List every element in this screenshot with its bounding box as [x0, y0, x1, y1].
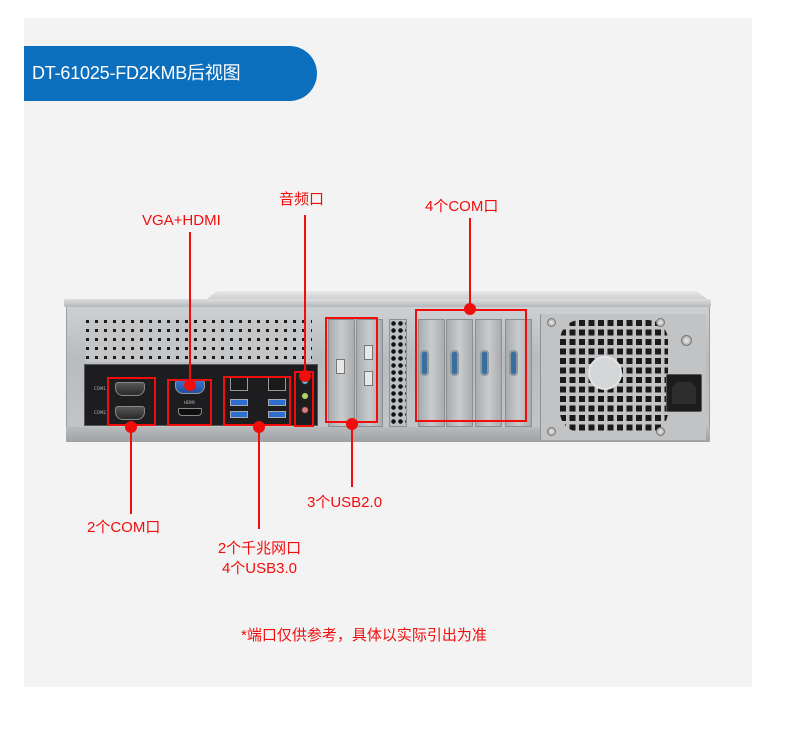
callout-dot-com-4	[464, 303, 476, 315]
pcie-bracket-2	[356, 319, 383, 427]
label-usb2: 3个USB2.0	[307, 494, 383, 511]
usb3-port-1	[230, 399, 248, 406]
usb2-port-3	[364, 371, 373, 386]
chassis-lip	[64, 299, 711, 307]
com2-port	[115, 406, 145, 420]
com3-port	[420, 350, 429, 376]
com5-port	[480, 350, 489, 376]
highlight-lan-usb3	[223, 376, 291, 426]
usb2-port-1	[336, 359, 345, 374]
label-com-2: 2个COM口	[87, 519, 161, 536]
power-socket-icon	[672, 382, 696, 404]
label-com-4: 4个COM口	[425, 198, 499, 215]
callout-dot-usb2	[346, 418, 358, 430]
callout-line-com-2	[130, 426, 132, 514]
screw-icon	[547, 318, 556, 327]
callout-dot-vga-hdmi	[184, 379, 196, 391]
highlight-com-4	[415, 309, 527, 422]
usb3-port-3	[268, 399, 286, 406]
highlight-usb2	[325, 317, 378, 423]
screw-icon	[656, 427, 665, 436]
callout-dot-lan	[253, 421, 265, 433]
callout-line-usb2	[351, 423, 353, 487]
callout-line-vga-hdmi	[189, 232, 191, 385]
com2-label: COM2	[94, 410, 106, 415]
callout-line-lan	[258, 426, 260, 529]
com1-port	[115, 382, 145, 396]
screw-icon	[681, 335, 692, 346]
hdmi-label: HDMI	[184, 400, 195, 405]
psu-fan-grille	[560, 320, 668, 432]
hdmi-port	[178, 408, 202, 416]
highlight-com-2	[107, 377, 156, 426]
callout-line-audio	[304, 215, 306, 375]
chassis-top-cover	[207, 291, 707, 299]
com4-port	[450, 350, 459, 376]
screw-icon	[656, 318, 665, 327]
usb3-port-4	[268, 411, 286, 418]
callout-dot-audio	[299, 370, 311, 382]
page-title: DT-61025-FD2KMB后视图	[24, 46, 317, 101]
label-lan: 2个千兆网口	[217, 540, 302, 557]
chassis-vent-grille	[86, 320, 312, 362]
com6-port	[509, 350, 518, 376]
audio-mic	[300, 405, 310, 415]
label-vga-hdmi: VGA+HDMI	[142, 212, 221, 229]
callout-dot-com-2	[125, 421, 137, 433]
vented-slot-cover	[389, 319, 407, 427]
screw-icon	[547, 427, 556, 436]
label-usb3: 4个USB3.0	[221, 560, 298, 577]
com1-label: COM1	[94, 386, 106, 391]
psu-fan-hub	[588, 356, 622, 390]
footnote: *端口仅供参考，具体以实际引出为准	[241, 627, 487, 644]
label-lan-usb3: 2个千兆网口 4个USB3.0	[212, 539, 307, 579]
audio-line-in	[300, 391, 310, 401]
label-audio: 音频口	[279, 191, 325, 208]
usb3-port-2	[230, 411, 248, 418]
usb2-port-2	[364, 345, 373, 360]
callout-line-com-4	[469, 218, 471, 310]
